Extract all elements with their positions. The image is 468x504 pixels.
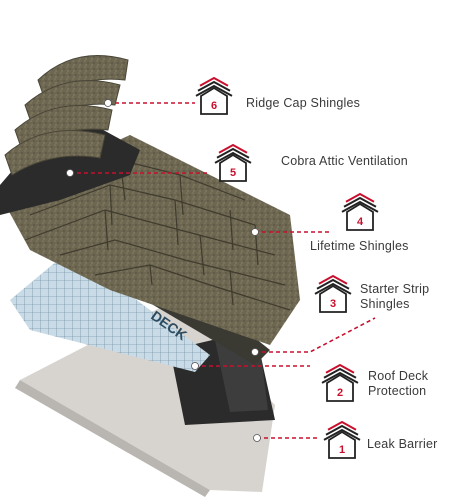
- layer-number-5: 5: [230, 167, 236, 179]
- layer-number-4: 4: [357, 216, 364, 228]
- label-cobra-attic-ventilation: Cobra Attic Ventilation: [281, 154, 408, 168]
- label-roof-deck-line1: Roof Deck: [368, 369, 429, 383]
- label-roof-deck-protection: Roof Deck Protection: [368, 369, 428, 399]
- layer-icon-3: 3: [314, 274, 352, 313]
- anchor-dot-4: [251, 228, 259, 236]
- label-starter-strip-line1: Starter Strip: [360, 282, 430, 296]
- layer-icon-4: 4: [341, 192, 379, 231]
- label-starter-strip-shingles: Starter Strip Shingles: [360, 282, 429, 312]
- ridge-cap-shingles: [4, 55, 129, 176]
- anchor-dot-6: [104, 99, 112, 107]
- label-leak-barrier: Leak Barrier: [367, 437, 438, 451]
- layer-number-3: 3: [330, 298, 336, 310]
- underlayment-layer: [10, 250, 210, 372]
- leader-lines: [70, 102, 376, 439]
- ridge-vent-layer: [0, 120, 140, 215]
- label-starter-strip-line2: Shingles: [360, 297, 410, 311]
- label-ridge-cap-shingles: Ridge Cap Shingles: [246, 96, 361, 110]
- anchor-dots: [66, 99, 261, 442]
- label-roof-deck-line2: Protection: [368, 384, 427, 398]
- plywood-deck-edge: [15, 380, 210, 497]
- anchor-dot-1: [253, 434, 261, 442]
- anchor-dot-5: [66, 169, 74, 177]
- layer-number-6: 6: [211, 100, 217, 112]
- layer-icon-1: 1: [323, 420, 361, 459]
- layer-number-2: 2: [337, 387, 343, 399]
- layer-number-1: 1: [339, 444, 345, 456]
- anchor-dot-3: [251, 348, 259, 356]
- layer-icon-6: 6: [195, 76, 233, 115]
- shingle-tabs: [24, 159, 291, 311]
- layer-icon-5: 5: [214, 143, 252, 182]
- label-lifetime-shingles: Lifetime Shingles: [310, 239, 409, 253]
- anchor-dot-2: [191, 362, 199, 370]
- layer-icon-2: 2: [321, 363, 359, 402]
